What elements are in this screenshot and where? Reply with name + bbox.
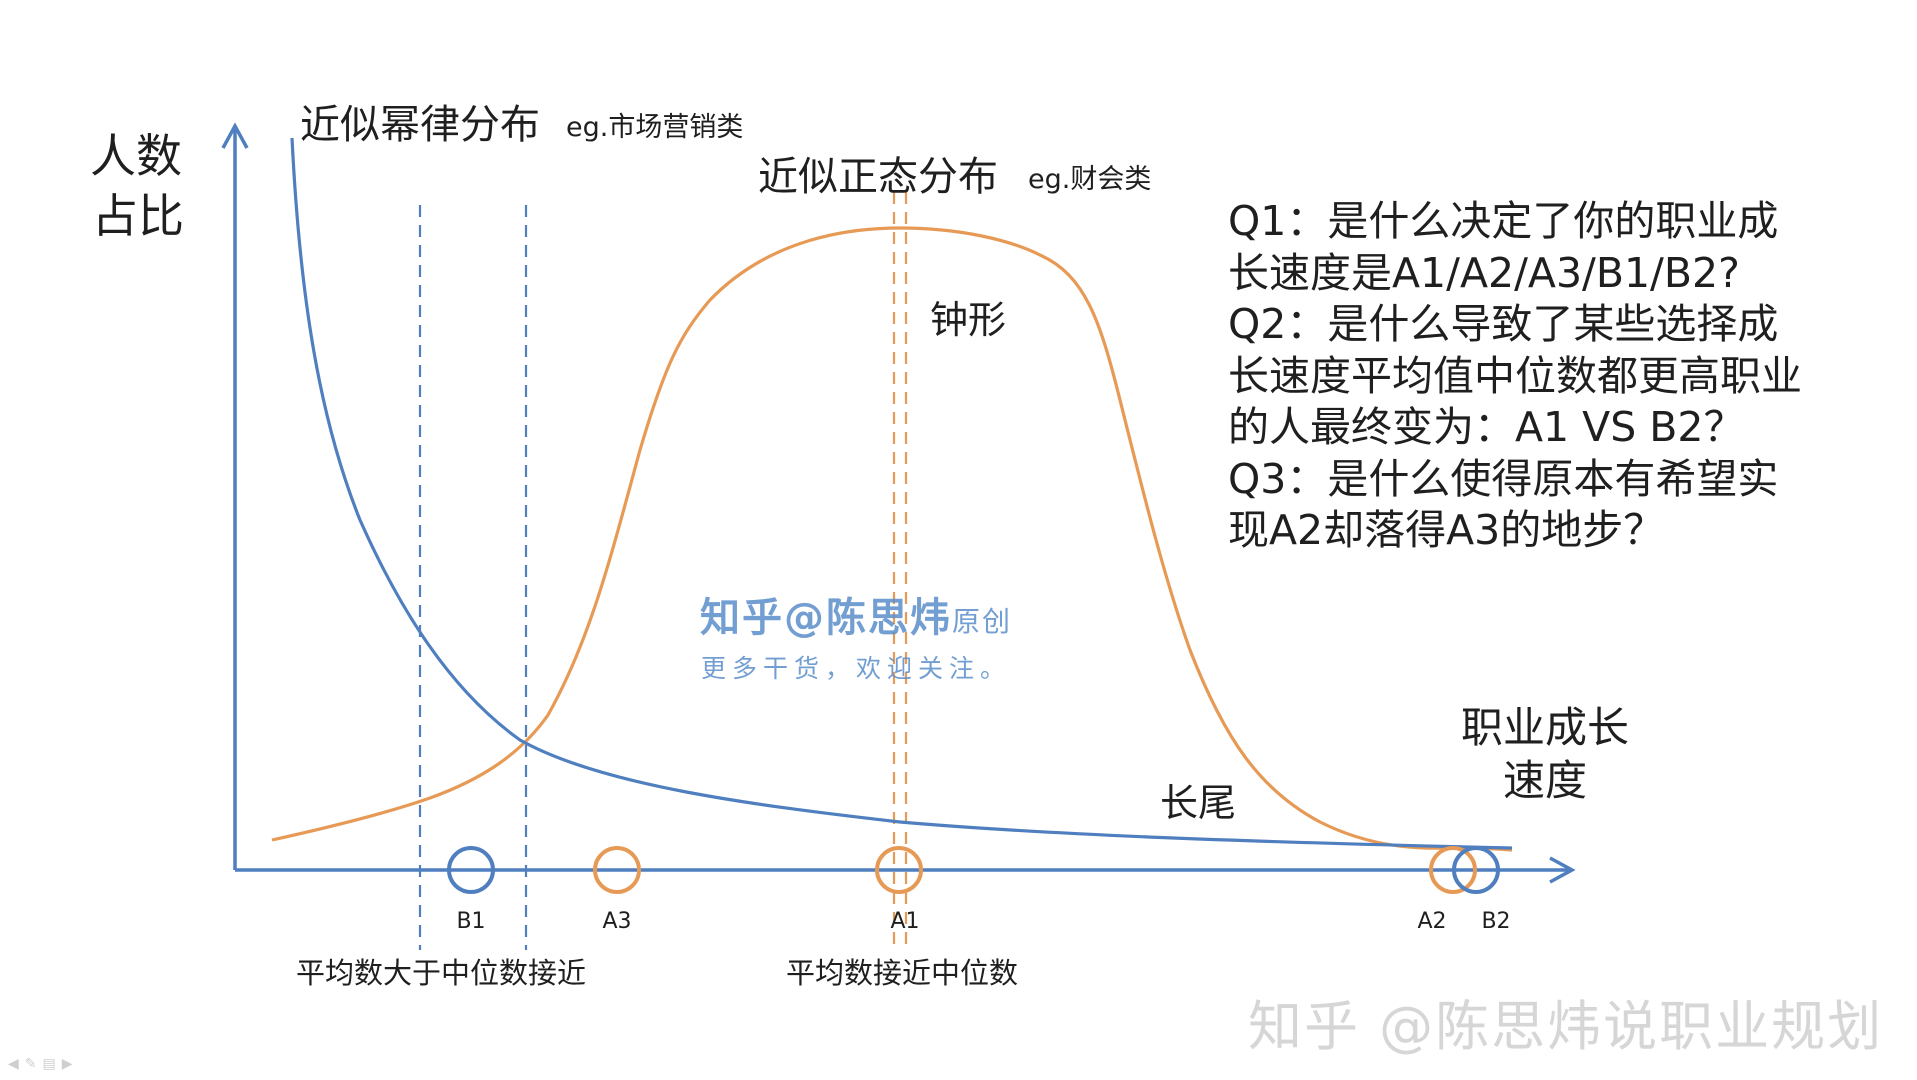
question-line: Q2：是什么导致了某些选择成 xyxy=(1228,300,1779,348)
normal-eg: eg.财会类 xyxy=(1028,164,1151,195)
center-watermark-line1: 知乎@陈思炜 xyxy=(700,595,952,641)
power-law-eg: eg.市场营销类 xyxy=(566,112,743,143)
x-axis-label-line1: 职业成长 xyxy=(1461,703,1629,752)
question-line: 现A2却落得A3的地步？ xyxy=(1228,506,1665,554)
note-center: 平均数接近中位数 xyxy=(786,956,1018,990)
question-line: 长速度是A1/A2/A3/B1/B2? xyxy=(1228,248,1740,297)
a2-marker xyxy=(1429,846,1477,894)
a1-marker xyxy=(875,846,923,894)
note-left: 平均数大于中位数接近 xyxy=(296,956,586,990)
pen-icon[interactable]: ✎ xyxy=(24,1056,43,1072)
center-watermark-suffix: 原创 xyxy=(952,605,1013,638)
question-line: Q1：是什么决定了你的职业成 xyxy=(1228,197,1779,245)
question-line: Q3：是什么使得原本有希望实 xyxy=(1228,454,1779,503)
long-tail-label: 长尾 xyxy=(1160,781,1236,825)
x-axis-arrow xyxy=(1549,856,1576,884)
center-watermark: 知乎@陈思炜原创 更多干货，欢迎关注。 xyxy=(700,585,1012,685)
x-axis-label-line2: 速度 xyxy=(1503,756,1587,805)
zhihu-watermark: 知乎 @陈思炜说职业规划 xyxy=(1248,995,1884,1058)
menu-icon[interactable]: ▤ xyxy=(42,1056,62,1072)
normal-title: 近似正态分布 xyxy=(758,154,998,200)
a3-label: A3 xyxy=(602,909,631,934)
y-axis-label-line1: 人数 xyxy=(90,129,182,183)
prev-slide-icon[interactable]: ◀ xyxy=(8,1056,25,1072)
b1-label: B1 xyxy=(456,909,485,934)
y-axis-arrow xyxy=(221,122,249,149)
slide-nav-icons[interactable]: ◀✎▤▶ xyxy=(8,1056,79,1072)
a3-marker xyxy=(593,846,641,894)
y-axis-label-line2: 占比 xyxy=(92,189,184,243)
b2-label: B2 xyxy=(1481,909,1510,934)
questions-block: Q1：是什么决定了你的职业成 长速度是A1/A2/A3/B1/B2? Q2：是什… xyxy=(1228,196,1868,557)
question-line: 的人最终变为：A1 VS B2？ xyxy=(1228,403,1745,451)
a2-label: A2 xyxy=(1417,909,1446,934)
b1-marker xyxy=(447,846,495,894)
a1-label: A1 xyxy=(890,909,919,934)
power-law-curve xyxy=(290,137,1513,850)
power-law-title: 近似幂律分布 xyxy=(300,102,540,148)
next-slide-icon[interactable]: ▶ xyxy=(61,1056,79,1072)
question-line: 长速度平均值中位数都更高职业 xyxy=(1228,351,1802,400)
b2-marker xyxy=(1452,846,1500,894)
bell-label: 钟形 xyxy=(930,298,1006,342)
normal-curve xyxy=(271,226,1513,852)
center-watermark-line2: 更多干货，欢迎关注。 xyxy=(701,654,1012,683)
